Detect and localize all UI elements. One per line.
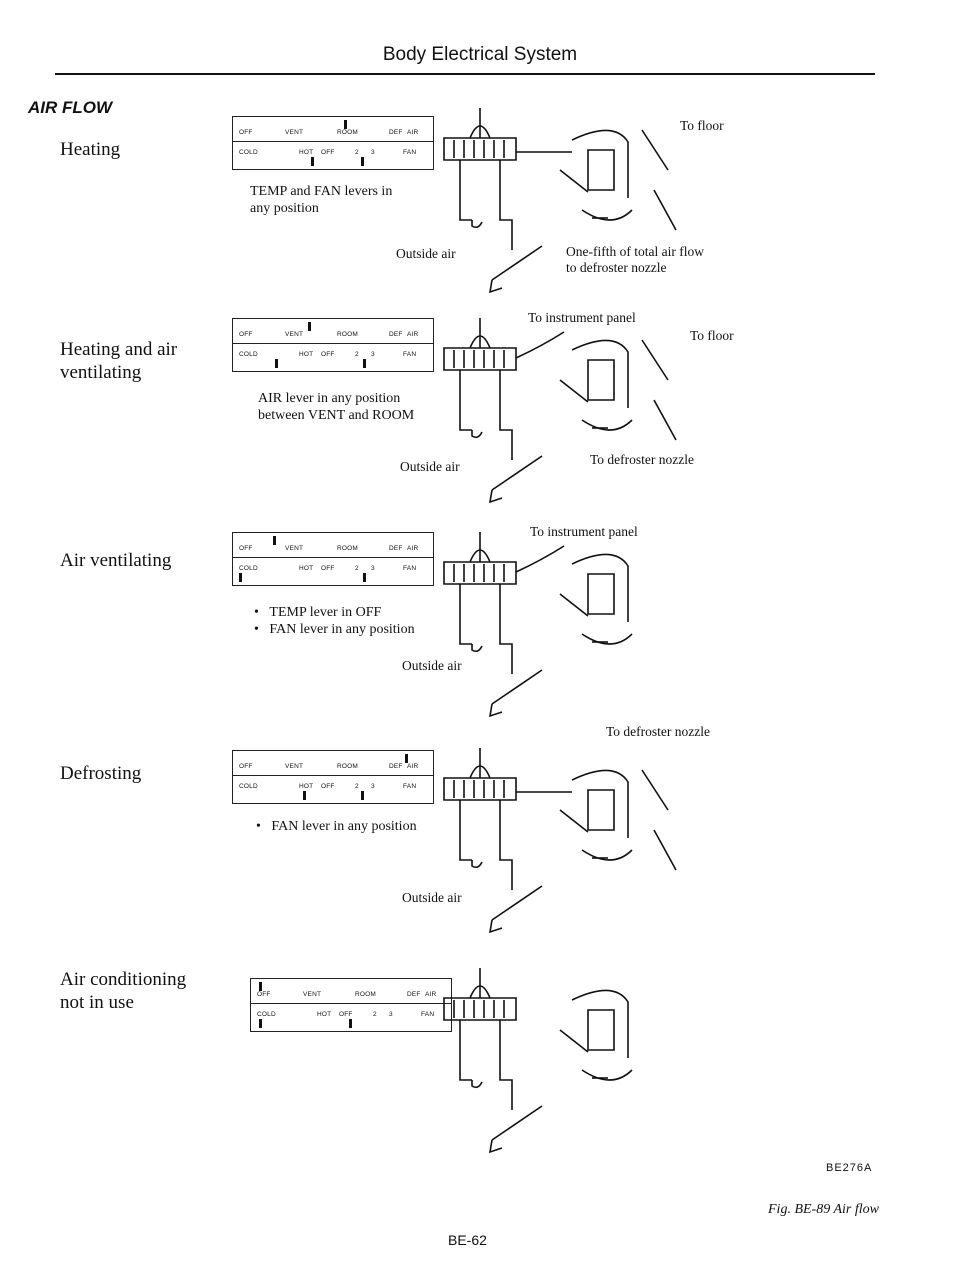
distribution-box — [588, 1010, 614, 1050]
intake-duct-right — [500, 800, 512, 890]
floor-vent — [642, 340, 668, 380]
floor-duct — [560, 1030, 588, 1052]
upper-duct — [572, 770, 628, 838]
intake-duct-left — [460, 370, 472, 430]
intake-duct-left — [460, 584, 472, 644]
label-outside-air: Outside air — [400, 459, 460, 474]
lower-duct — [582, 634, 632, 644]
distribution-box — [588, 150, 614, 190]
label-to-floor: To floor — [690, 328, 734, 343]
note-heating: TEMP and FAN levers in any position — [250, 184, 393, 216]
label-to-instrument-panel: To instrument panel — [530, 524, 638, 539]
mode-title-air-ventilating: Air ventilating — [60, 550, 172, 571]
floor-vent — [642, 130, 668, 170]
note-air-ventilating: • TEMP lever in OFF • FAN lever in any p… — [254, 605, 415, 637]
mode-title-ac-not-in-use: Air conditioning not in use — [60, 968, 186, 1014]
mode-title-line: ventilating — [60, 362, 142, 383]
intake-duct-right — [500, 584, 512, 674]
label-outside-air: Outside air — [402, 890, 462, 905]
upper-duct — [572, 554, 628, 622]
outside-air-arrow-head — [490, 280, 502, 292]
outside-air-arrow-head — [490, 1140, 502, 1152]
section-title: AIR FLOW — [28, 98, 113, 117]
outside-air-arrow — [492, 456, 542, 490]
intake-arrow — [472, 430, 482, 437]
page-number: BE-62 — [448, 1232, 487, 1248]
panel-vent-arrow — [516, 546, 564, 572]
mode-title-heating: Heating — [60, 139, 121, 160]
floor-duct — [560, 380, 588, 402]
mode-title-line: not in use — [60, 992, 134, 1013]
intake-arrow — [472, 860, 482, 867]
lower-duct — [582, 1070, 632, 1080]
floor-vent — [654, 190, 676, 230]
mode-title-line: Heating and air — [60, 339, 178, 360]
intake-arrow — [472, 220, 482, 227]
upper-duct — [572, 130, 628, 198]
figure-code: BE276A — [826, 1162, 873, 1174]
airflow-diagram-air-ventilating — [432, 524, 732, 724]
lever-marks — [311, 120, 364, 166]
distribution-box — [588, 574, 614, 614]
figure-caption: Fig. BE-89 Air flow — [768, 1202, 879, 1217]
mode-title-line: Air conditioning — [60, 969, 187, 990]
outside-air-arrow — [492, 1106, 542, 1140]
outside-air-arrow — [492, 670, 542, 704]
header-rule — [55, 73, 875, 75]
lower-duct — [582, 850, 632, 860]
label-to-floor: To floor — [680, 118, 724, 133]
lever-marks — [259, 982, 352, 1028]
upper-duct — [572, 340, 628, 408]
label-outside-air: Outside air — [396, 246, 456, 261]
lower-duct — [582, 420, 632, 430]
intake-arrow — [472, 1080, 482, 1087]
note-defrosting: • FAN lever in any position — [256, 819, 417, 834]
mode-title-defrosting: Defrosting — [60, 763, 142, 784]
floor-vent — [642, 770, 668, 810]
label-to-defroster-nozzle: To defroster nozzle — [590, 452, 695, 467]
upper-duct — [572, 990, 628, 1058]
outside-air-arrow-head — [490, 704, 502, 716]
outside-air-arrow-head — [490, 920, 502, 932]
intake-duct-left — [460, 800, 472, 860]
floor-duct — [560, 170, 588, 192]
floor-vent — [654, 400, 676, 440]
label-to-instrument-panel: To instrument panel — [528, 310, 636, 325]
lever-marks — [275, 322, 366, 368]
airflow-diagram-heating-ventilating — [432, 310, 712, 510]
outside-air-arrow-head — [490, 490, 502, 502]
lever-marks — [303, 754, 408, 800]
airflow-diagram-ac-not-in-use — [432, 960, 732, 1140]
label-to-defroster-nozzle: To defroster nozzle — [606, 724, 711, 739]
intake-duct-right — [500, 370, 512, 460]
airflow-diagram-heating — [432, 100, 712, 300]
intake-duct-left — [460, 1020, 472, 1080]
outside-air-arrow — [492, 886, 542, 920]
note-heating-ventilating: AIR lever in any position between VENT a… — [258, 391, 415, 423]
distribution-box — [588, 790, 614, 830]
page-header-title: Body Electrical System — [382, 44, 578, 65]
floor-vent — [654, 830, 676, 870]
label-outside-air: Outside air — [402, 658, 462, 673]
label-defroster: One-fifth of total air flow to defroster… — [566, 244, 704, 275]
outside-air-arrow — [492, 246, 542, 280]
airflow-diagram-defrosting — [432, 740, 712, 930]
intake-duct-left — [460, 160, 472, 220]
intake-arrow — [472, 644, 482, 651]
intake-duct-right — [500, 1020, 512, 1110]
panel-vent-arrow — [516, 332, 564, 358]
lever-marks — [239, 536, 366, 582]
distribution-box — [588, 360, 614, 400]
floor-duct — [560, 810, 588, 832]
floor-duct — [560, 594, 588, 616]
intake-duct-right — [500, 160, 512, 250]
lower-duct — [582, 210, 632, 220]
mode-title-heating-ventilating: Heating and air ventilating — [60, 338, 177, 384]
